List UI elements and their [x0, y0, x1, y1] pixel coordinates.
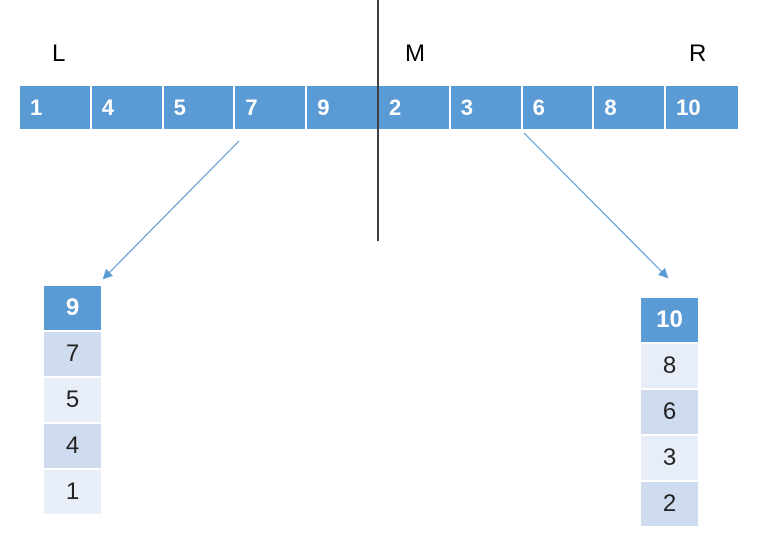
- merged-array: 1 4 5 7 9 2 3 6 8 10: [20, 86, 738, 129]
- label-mid: M: [405, 40, 425, 67]
- left-stack-item: 1: [44, 470, 101, 516]
- array-cell: 5: [163, 86, 236, 129]
- array-cell: 1: [20, 86, 92, 129]
- right-stack-item: 8: [641, 344, 698, 390]
- right-stack-top: 10: [641, 298, 698, 344]
- right-stack-item: 6: [641, 390, 698, 436]
- array-cell: 4: [91, 86, 164, 129]
- array-cell: 10: [666, 86, 738, 129]
- array-cell: 6: [522, 86, 595, 129]
- left-arrow: [102, 140, 240, 280]
- left-stack-item: 5: [44, 378, 101, 424]
- array-cell: 3: [450, 86, 523, 129]
- right-stack: 10 8 6 3 2: [641, 298, 698, 528]
- left-stack: 9 7 5 4 1: [44, 286, 101, 516]
- array-cell: 8: [594, 86, 667, 129]
- left-stack-item: 4: [44, 424, 101, 470]
- array-cell: 9: [307, 86, 379, 129]
- right-arrow: [523, 132, 669, 279]
- label-right: R: [689, 40, 707, 67]
- array-cell: 2: [378, 86, 451, 129]
- label-left: L: [52, 40, 66, 67]
- left-stack-top: 9: [44, 286, 101, 332]
- right-stack-item: 3: [641, 436, 698, 482]
- left-stack-item: 7: [44, 332, 101, 378]
- right-stack-item: 2: [641, 482, 698, 528]
- array-cell: 7: [235, 86, 308, 129]
